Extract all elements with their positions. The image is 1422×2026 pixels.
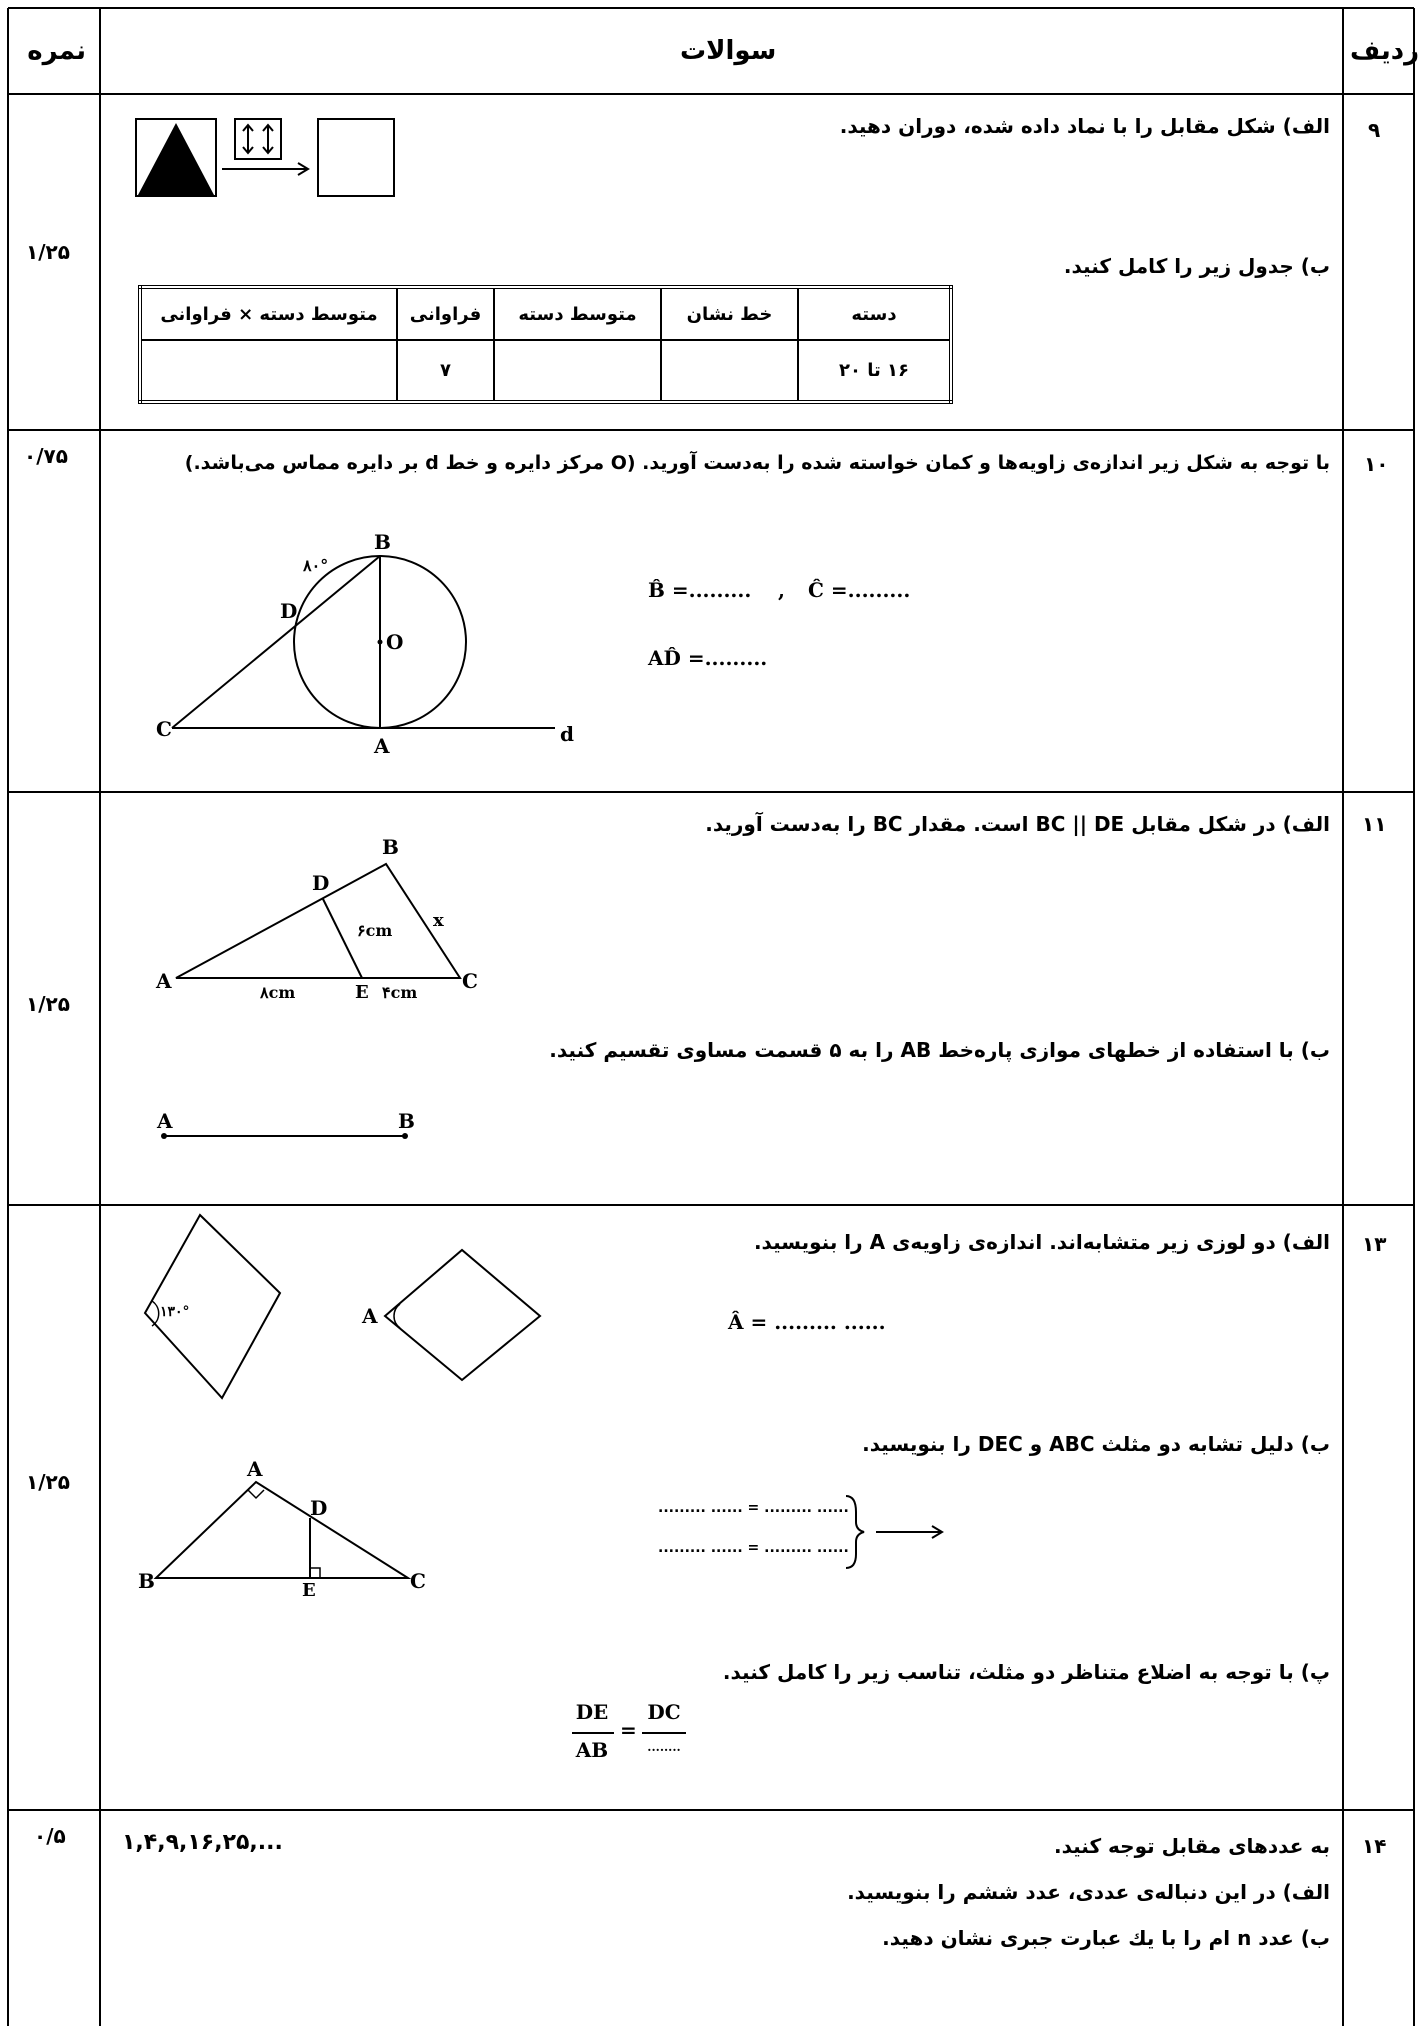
fig-label-b: B xyxy=(374,530,391,554)
fig11-label-e: E xyxy=(355,982,369,1003)
q9-part-a: الف) شکل مقابل را با نماد داده شده، دورا… xyxy=(839,114,1330,138)
fig-label-o: O xyxy=(386,630,403,654)
fig11-de-length: ۶cm xyxy=(357,921,392,940)
q11-row-number: ۱۱ xyxy=(1362,812,1387,836)
fig-label-d-line: d xyxy=(560,722,574,746)
q10-score: ۰/۷۵ xyxy=(24,444,68,468)
q14-part-b: ب) عدد n ام را با یك عبارت جبری نشان دهی… xyxy=(882,1926,1330,1950)
fig13-label-d: D xyxy=(310,1496,327,1520)
fig13-label-c: C xyxy=(410,1569,426,1593)
fig-angle-80: ۸۰° xyxy=(302,556,328,575)
table-cell-frequency: ۷ xyxy=(396,339,495,403)
fig-label-d: D xyxy=(280,599,297,623)
q10-circle-figure: B D O C A d ۸۰° xyxy=(156,530,574,755)
q14-sequence: ۱,۴,۹,۱۶,۲۵,... xyxy=(122,1830,283,1855)
fig11-label-c: C xyxy=(462,969,478,993)
q13-score: ۱/۲۵ xyxy=(26,1470,70,1494)
fig13-label-b: B xyxy=(138,1569,155,1593)
rhombus-angle-130: ۱۳۰° xyxy=(160,1304,190,1320)
table-header-frequency: فراوانی xyxy=(396,286,495,341)
table-cell-class: ۱۶ تا ۲۰ xyxy=(797,339,952,403)
header-questions: سوالات xyxy=(680,36,777,66)
frac-equals: = xyxy=(620,1718,637,1742)
q13-blank-2[interactable]: ......... ...... = ......... ...... xyxy=(658,1540,849,1556)
q13-blank-1[interactable]: ......... ...... = ......... ...... xyxy=(658,1500,849,1516)
table-cell-midpoint[interactable] xyxy=(660,339,799,403)
header-score: نمره xyxy=(27,36,86,66)
q9-row-number: ۹ xyxy=(1368,118,1381,142)
q10-answer-b[interactable]: B̂ =......... xyxy=(648,578,752,602)
table-header-midpoint: خط نشان xyxy=(660,286,799,341)
q11-segment-ab[interactable]: A B xyxy=(150,1100,430,1150)
q13-part-a: الف) دو لوزی زیر متشابه‌اند. اندازه‌ی زا… xyxy=(753,1230,1330,1254)
q10-question: با توجه به شکل زیر اندازه‌ی زاویه‌ها و ک… xyxy=(184,452,1330,474)
table-cell-product[interactable] xyxy=(139,339,398,403)
frac-bar-2 xyxy=(642,1732,686,1734)
rhombus-label-a: A xyxy=(361,1304,378,1328)
fig11-ae-length: ۸cm xyxy=(259,983,295,1002)
q13-answer-a[interactable]: Â = ......... ...... xyxy=(728,1310,886,1334)
q10-answer-arc[interactable]: AD̂ =......... xyxy=(648,646,768,670)
q14-intro: به عددهای مقابل توجه کنید. xyxy=(1053,1834,1330,1858)
q14-row-number: ۱۴ xyxy=(1362,1834,1387,1858)
fig11-label-x: x xyxy=(433,910,444,931)
table-header-class: دسته xyxy=(797,286,952,341)
table-header-class-mean: متوسط دسته xyxy=(493,286,662,341)
frac-denominator-1: AB xyxy=(575,1738,609,1762)
segment-label-b: B xyxy=(398,1109,415,1133)
q11-part-b: ب) با استفاده از خطهای موازی پاره‌خط AB … xyxy=(549,1038,1330,1062)
frac-numerator-2: DC xyxy=(647,1700,681,1724)
segment-label-a: A xyxy=(156,1109,173,1133)
table-cell-class-mean[interactable] xyxy=(493,339,662,403)
q10-answer-c[interactable]: Ĉ =......... xyxy=(808,578,911,602)
q14-score: ۰/۵ xyxy=(34,1824,66,1848)
fig13-label-a: A xyxy=(246,1457,263,1481)
frac-numerator-1: DE xyxy=(575,1700,609,1724)
q13-part-c: پ) با توجه به اضلاع متناظر دو مثلث، تناس… xyxy=(722,1660,1330,1684)
header-row: ردیف xyxy=(1350,36,1420,66)
fig11-label-b: B xyxy=(382,835,399,859)
q11-part-a: الف) در شکل مقابل BC || DE است. مقدار BC… xyxy=(705,812,1330,836)
q13-brace-arrow xyxy=(845,1495,944,1569)
q13-row-number: ۱۳ xyxy=(1362,1232,1387,1256)
q13-part-b: ب) دلیل تشابه دو مثلث ABC و DEC را بنویس… xyxy=(862,1432,1330,1456)
q10-row-number: ۱۰ xyxy=(1364,452,1389,476)
fig-label-a: A xyxy=(373,734,390,755)
frac-denominator-2[interactable]: ........ xyxy=(647,1740,681,1754)
fig-label-c: C xyxy=(156,717,172,741)
fig11-ec-length: ۴cm xyxy=(382,983,417,1002)
frac-bar-1 xyxy=(572,1732,614,1734)
table-header-product: متوسط دسته × فراوانی xyxy=(139,286,398,341)
q14-part-a: الف) در این دنباله‌ی عددی، عدد ششم را بن… xyxy=(847,1880,1330,1904)
q11-score: ۱/۲۵ xyxy=(26,992,70,1016)
fig13-label-e: E xyxy=(302,1580,316,1600)
q9-score: ۱/۲۵ xyxy=(26,240,70,264)
fig11-label-a: A xyxy=(155,969,172,993)
q10-answer-comma: , xyxy=(778,578,785,602)
q9-rotation-figure xyxy=(135,118,395,197)
q13-rhombus-figure: ۱۳۰° A xyxy=(143,1213,542,1400)
q9-part-b: ب) جدول زیر را کامل کنید. xyxy=(1063,254,1330,278)
q11-triangle-figure: B D A C E x ۶cm ۸cm ۴cm xyxy=(155,835,478,1003)
q9-frequency-table: دسته خط نشان متوسط دسته فراوانی متوسط دس… xyxy=(138,285,953,404)
fig11-label-d: D xyxy=(312,871,329,895)
q13-triangle-figure: A D B C E xyxy=(138,1457,426,1600)
